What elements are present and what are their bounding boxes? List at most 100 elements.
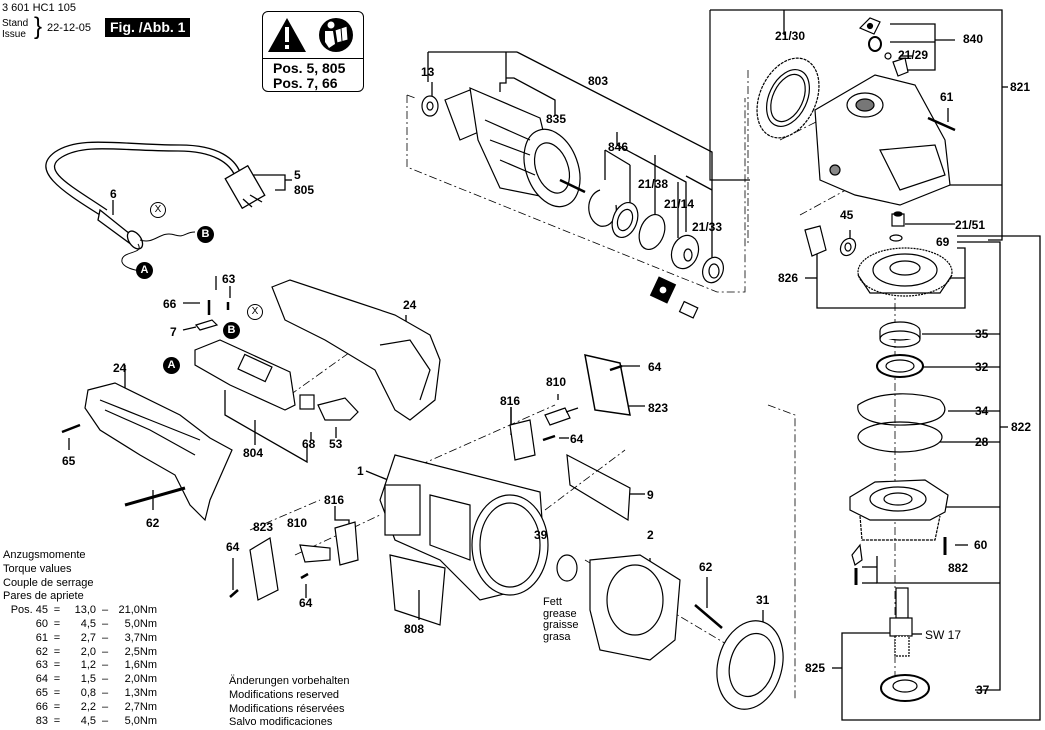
part-label-53: 53 [329,437,343,451]
part-label-32: 32 [975,360,989,374]
part-label-61: 61 [940,90,954,104]
part-label-60: 60 [974,538,988,552]
connector-marker-a-switch: A [163,357,180,374]
torque-min: 13,0 [74,604,96,617]
torque-row: 63=1,2–1,6Nm [3,659,157,673]
part-label-66: 66 [163,297,177,311]
motor-housing-drawing [379,454,549,601]
torque-min: 2,0 [80,645,96,658]
document-number: 3 601 HC1 105 [2,2,76,14]
torque-dash: – [101,645,109,658]
torque-row: 65=0,8–1,3Nm [3,687,157,701]
torque-pos: 60 [35,617,48,630]
grease-note-de: Fett [543,596,562,608]
safety-warning-box: Pos. 5, 805 Pos. 7, 66 [262,11,364,92]
torque-dash: – [101,700,109,713]
part-label-805: 805 [294,183,315,197]
warning-icons [268,18,353,52]
warning-pos-line-1: Pos. 5, 805 [273,60,346,76]
torque-dash: – [101,617,109,630]
part-label-846: 846 [608,140,629,154]
issue-label: Issue [2,29,26,40]
part-label-810-top: 810 [546,375,567,389]
torque-max: 5,0Nm [124,714,157,727]
part-label-39: 39 [534,528,548,542]
stator-drawing [556,554,784,710]
torque-row: 62 = 2,0– 2,5Nm [3,646,157,660]
armature-drawing [421,87,586,208]
torque-min: 2,7 [80,631,96,644]
part-label-37: 37 [976,683,990,697]
part-label-840: 840 [963,32,984,46]
connector-marker-a: A [136,262,153,279]
part-label-803: 803 [588,74,609,88]
modifications-en: Modifications reserved [229,688,340,701]
connector-marker-x-switch: X [247,304,263,320]
torque-title-en: Torque values [3,562,72,575]
torque-min: 2,2 [80,700,96,713]
part-label-64-left: 64 [226,540,240,554]
part-label-21-30: 21/30 [775,29,806,43]
torque-pos: Pos. 45 [10,604,48,617]
part-label-24-top: 24 [403,298,417,312]
stand-label: Stand [2,18,29,29]
torque-max: 1,3Nm [124,686,157,699]
warning-divider [263,58,363,59]
torque-min: 1,2 [80,659,96,672]
torque-pos: 61 [35,631,48,644]
warning-triangle-icon [268,18,306,52]
torque-equals: = [53,631,61,644]
torque-title-es: Pares de apriete [3,590,84,603]
part-label-69: 69 [936,235,950,249]
part-label-68: 68 [302,437,316,451]
torque-pos: 83 [35,714,48,727]
part-label-13: 13 [421,65,435,79]
part-label-62-stator: 62 [699,560,713,574]
spindle-bearings-drawing [857,321,946,453]
part-label-823-bottom: 823 [253,520,274,534]
grease-note-en: grease [543,607,577,620]
torque-pos: 63 [35,659,48,672]
part-label-1: 1 [357,464,364,478]
part-label-21-33: 21/33 [692,220,723,234]
torque-title-de: Anzugsmomente [3,549,86,561]
part-label-64-top: 64 [648,360,662,374]
torque-equals: = [53,645,61,658]
torque-max: 3,7Nm [124,631,157,644]
torque-dash: – [101,686,109,699]
torque-max: 2,5Nm [124,645,157,658]
torque-min: 0,8 [80,686,96,699]
torque-min: 4,5 [80,617,96,630]
part-label-825: 825 [805,661,826,675]
torque-max: 1,6Nm [124,659,157,672]
issue-date: 22-12-05 [47,22,92,34]
torque-equals: = [53,673,61,686]
torque-dash: – [101,673,109,686]
torque-values-table: Anzugsmomente Torque values Couple de se… [3,549,157,728]
warning-pos-line-2: Pos. 7, 66 [273,75,338,91]
torque-dash: – [101,604,109,617]
switch-drawing [194,300,359,421]
torque-max: 21,0Nm [118,604,157,617]
modifications-es: Salvo modificaciones [229,716,333,729]
part-label-31: 31 [756,593,770,607]
part-label-21-38: 21/38 [638,177,669,191]
part-label-822: 822 [1011,420,1032,434]
torque-max: 2,0Nm [124,673,157,686]
torque-pos: 62 [35,645,48,658]
part-label-64-mid: 64 [570,432,584,446]
torque-equals: = [53,700,61,713]
gear-housing-drawing [814,17,956,242]
brace-icon: } [34,13,43,40]
part-label-882: 882 [948,561,969,575]
torque-equals: = [53,604,61,617]
torque-title-fr: Couple de serrage [3,576,94,589]
brush-parts-drawing [229,354,631,626]
torque-equals: = [53,617,61,630]
torque-max: 2,7Nm [124,700,157,713]
part-label-823-top: 823 [648,401,669,415]
part-label-5: 5 [294,168,301,182]
bracket-lines [68,9,1041,721]
part-label-7: 7 [170,325,177,339]
torque-max: 5,0Nm [124,617,157,630]
